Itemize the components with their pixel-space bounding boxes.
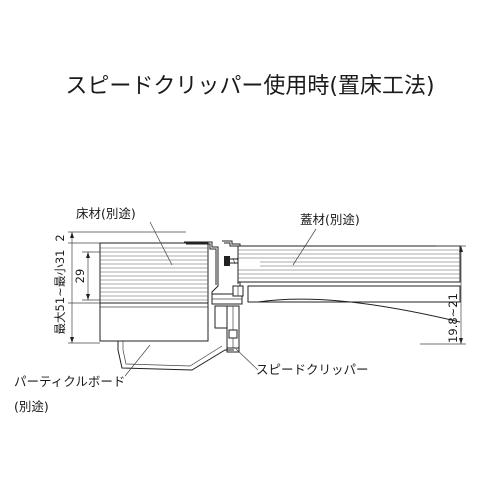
dimension-cover-range: 19.8~21 xyxy=(446,293,460,343)
speed-clipper-part xyxy=(214,305,240,353)
left-dimension-lines xyxy=(68,231,186,344)
leader-floor-material xyxy=(149,221,173,266)
label-particle-board-line1: パーティクルボード xyxy=(14,374,125,389)
dimension-floor-inner: 29 xyxy=(73,269,87,284)
label-speed-clipper: スピードクリッパー xyxy=(256,362,369,377)
diagram-title: スピードクリッパー使用時(置床工法) xyxy=(65,74,434,99)
label-cover-material: 蓋材(別途) xyxy=(300,212,360,227)
label-particle-board-line2: (別途) xyxy=(14,399,49,414)
label-floor-material: 床材(別途) xyxy=(76,206,136,221)
particle-board-panel xyxy=(99,302,209,342)
dimension-top-gap: 2 xyxy=(53,234,67,241)
floor-material-panel xyxy=(99,242,209,304)
leader-cover-material xyxy=(292,228,317,266)
cover-material-panel xyxy=(237,245,461,323)
leader-speed-clipper xyxy=(235,348,259,371)
leader-particle-board xyxy=(124,344,151,377)
dimension-floor-range: 最大51~最小31 xyxy=(53,250,67,335)
right-dimension-lines xyxy=(420,245,466,345)
